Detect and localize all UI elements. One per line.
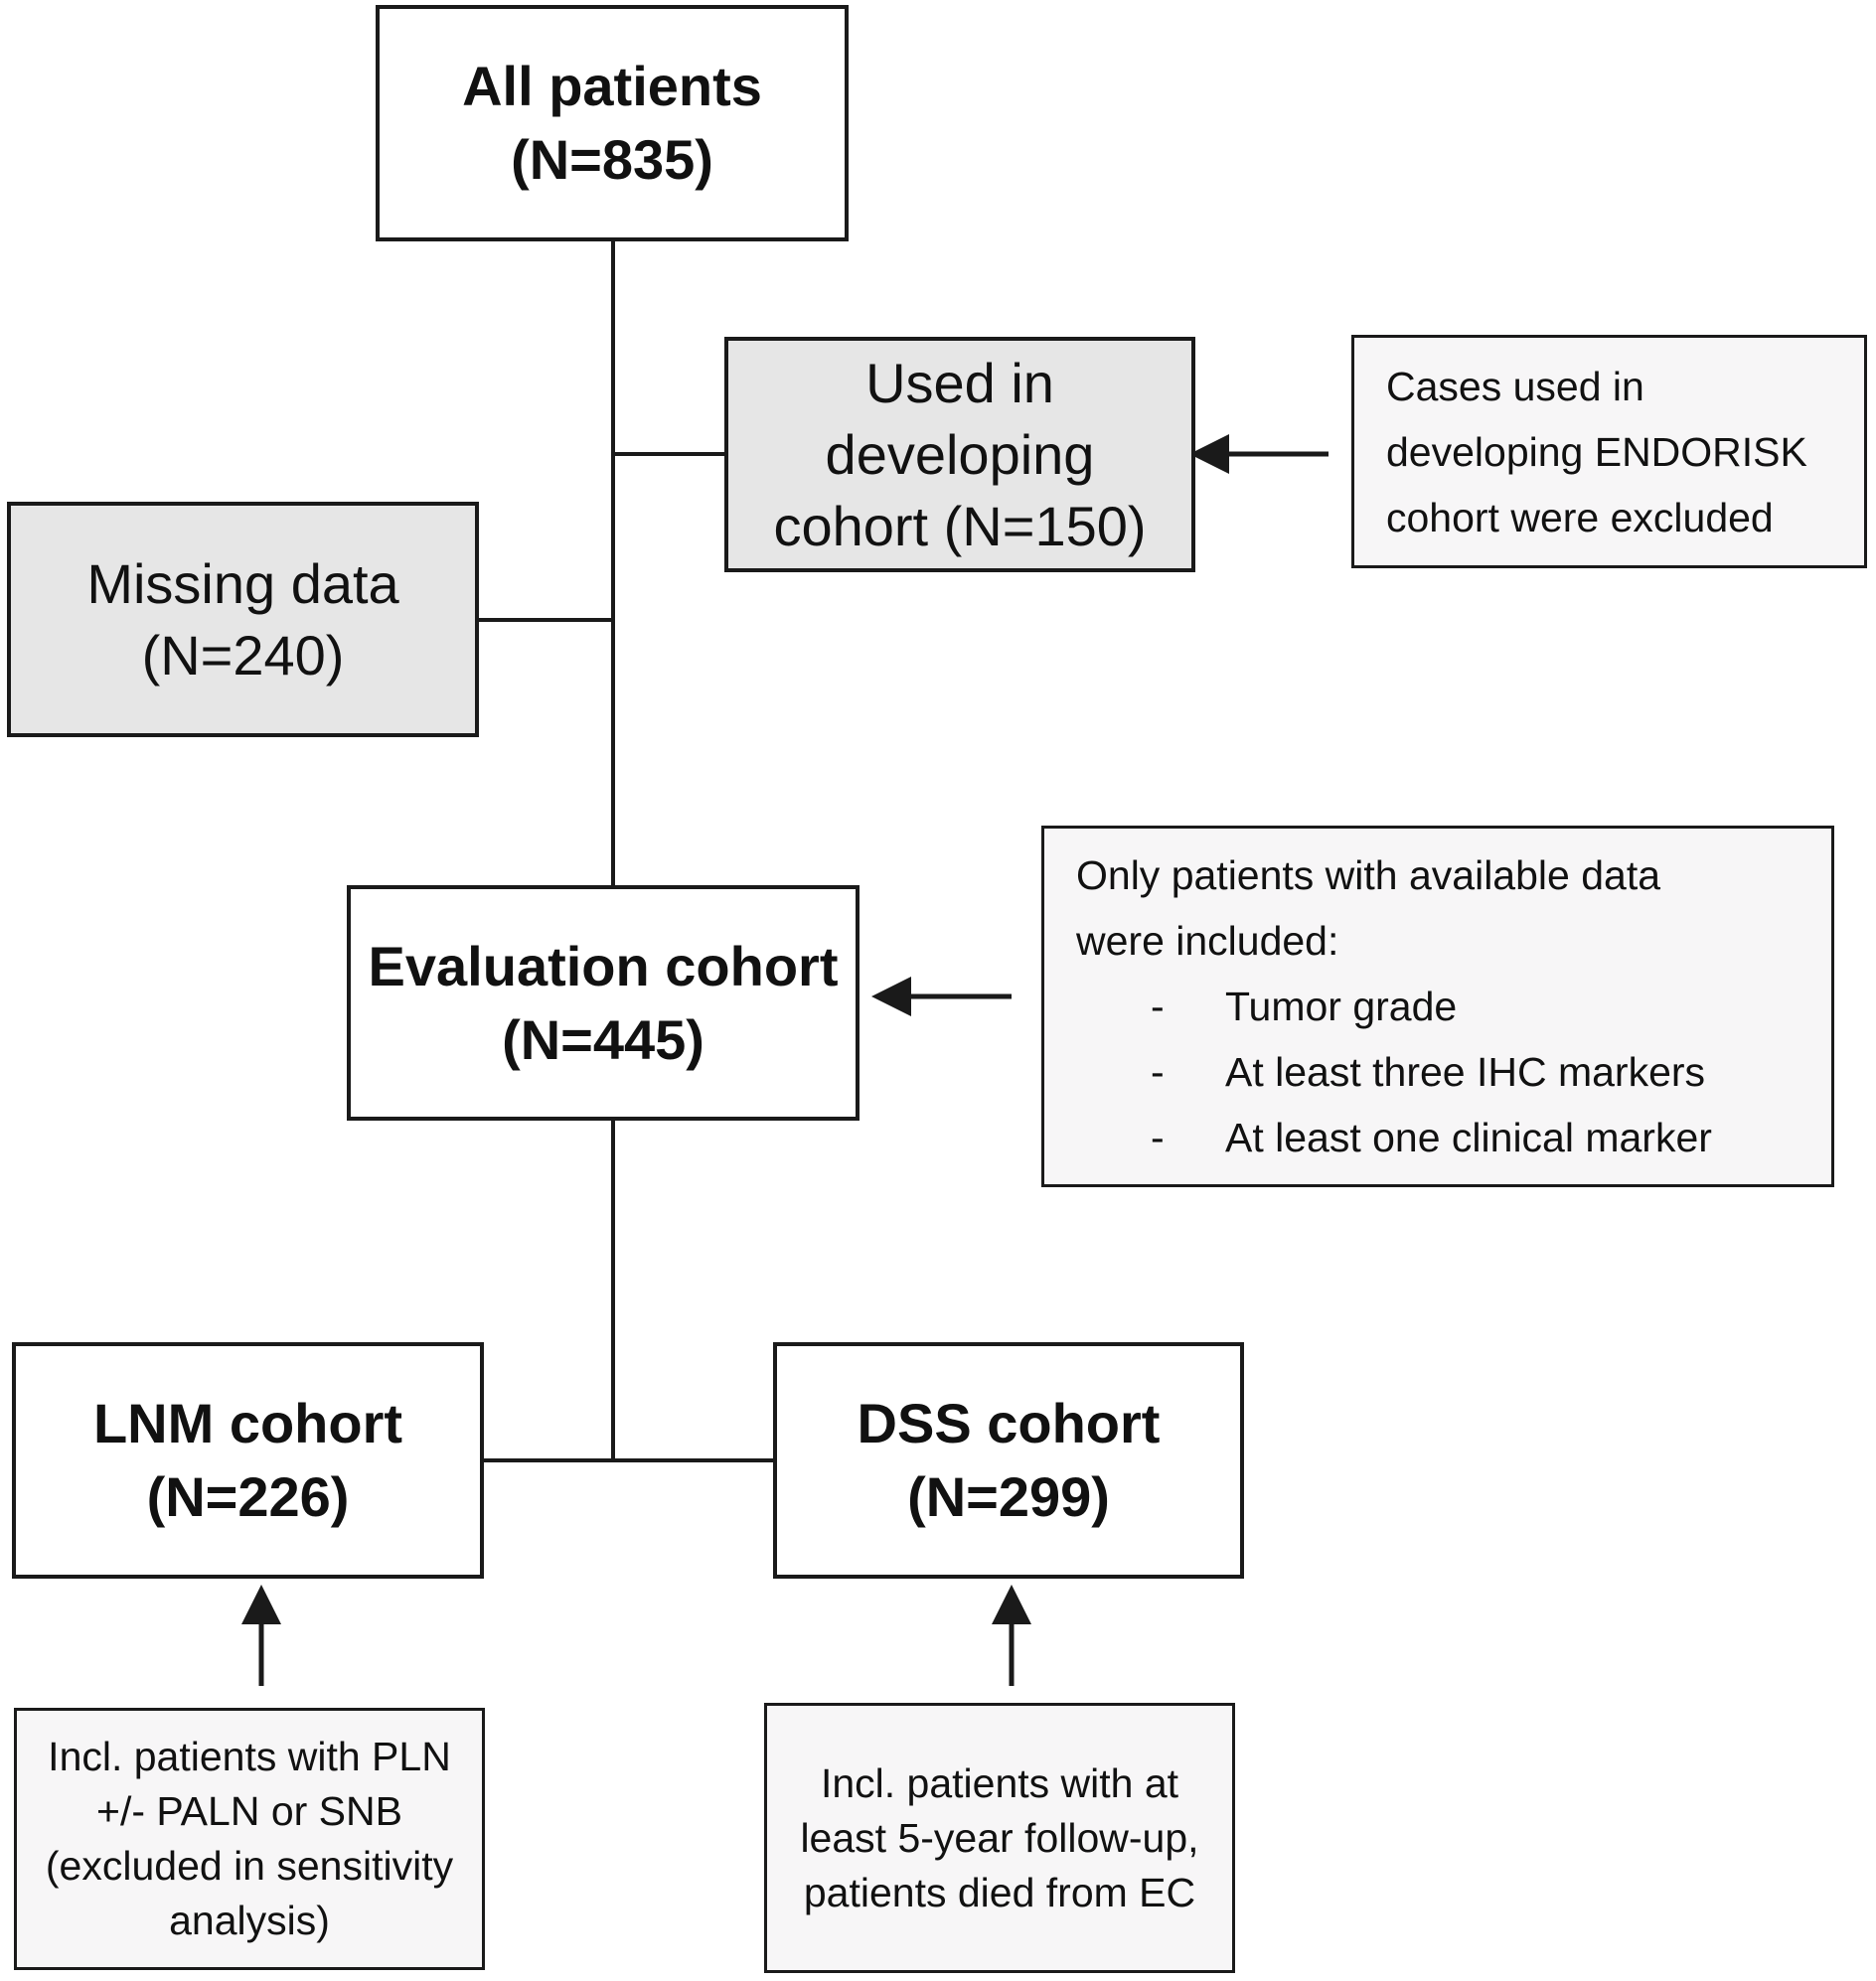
lnm-note-line-3: (excluded in sensitivity — [45, 1843, 454, 1889]
developing-line-2: developing — [825, 422, 1095, 486]
developing-cohort-box: Used in developing cohort (N=150) — [724, 337, 1195, 572]
criterion-item: - At least three IHC markers — [1076, 1039, 1705, 1105]
bullet-dash: - — [1151, 984, 1165, 1029]
evaluation-inclusion-note: Only patients with available data were i… — [1041, 826, 1834, 1187]
dss-title: DSS cohort — [857, 1392, 1161, 1454]
developing-exclusion-note: Cases used in developing ENDORISK cohort… — [1351, 335, 1867, 568]
evaluation-count: (N=445) — [502, 1007, 704, 1071]
developing-note-line-2: developing ENDORISK — [1386, 428, 1807, 475]
developing-line-1: Used in — [865, 351, 1054, 414]
bullet-dash: - — [1151, 1115, 1165, 1160]
inclusion-note-line-1: Only patients with available data — [1076, 852, 1661, 898]
developing-line-3: cohort (N=150) — [773, 494, 1147, 557]
criterion-text: Tumor grade — [1225, 984, 1458, 1029]
bullet-dash: - — [1151, 1049, 1165, 1095]
dss-note-line-2: least 5-year follow-up, — [800, 1814, 1199, 1861]
criterion-item: - At least one clinical marker — [1076, 1105, 1712, 1170]
lnm-count: (N=226) — [146, 1465, 350, 1528]
lnm-inclusion-note: Incl. patients with PLN +/- PALN or SNB … — [14, 1708, 485, 1970]
criterion-item: - Tumor grade — [1076, 974, 1457, 1039]
dss-cohort-box: DSS cohort (N=299) — [773, 1342, 1244, 1579]
lnm-title: LNM cohort — [92, 1392, 403, 1454]
inclusion-note-line-2: were included: — [1076, 918, 1339, 964]
lnm-note-line-2: +/- PALN or SNB — [96, 1788, 402, 1834]
missing-count: (N=240) — [141, 623, 345, 686]
all-patients-count: (N=835) — [511, 128, 713, 191]
dss-count: (N=299) — [907, 1465, 1110, 1528]
criterion-text: At least one clinical marker — [1225, 1115, 1712, 1160]
lnm-cohort-box: LNM cohort (N=226) — [12, 1342, 484, 1579]
missing-title: Missing data — [86, 551, 399, 615]
dss-note-line-3: patients died from EC — [803, 1869, 1196, 1915]
developing-note-line-3: cohort were excluded — [1386, 494, 1774, 540]
missing-data-box: Missing data (N=240) — [7, 502, 479, 737]
evaluation-title: Evaluation cohort — [368, 934, 839, 997]
dss-inclusion-note: Incl. patients with at least 5-year foll… — [764, 1703, 1235, 1973]
evaluation-cohort-box: Evaluation cohort (N=445) — [347, 885, 860, 1121]
dss-note-line-1: Incl. patients with at — [820, 1759, 1179, 1806]
all-patients-box: All patients (N=835) — [376, 5, 849, 241]
lnm-note-line-4: analysis) — [169, 1898, 330, 1943]
lnm-note-line-1: Incl. patients with PLN — [48, 1734, 451, 1779]
developing-note-line-1: Cases used in — [1386, 363, 1644, 409]
all-patients-title: All patients — [462, 55, 762, 117]
criterion-text: At least three IHC markers — [1225, 1049, 1706, 1095]
